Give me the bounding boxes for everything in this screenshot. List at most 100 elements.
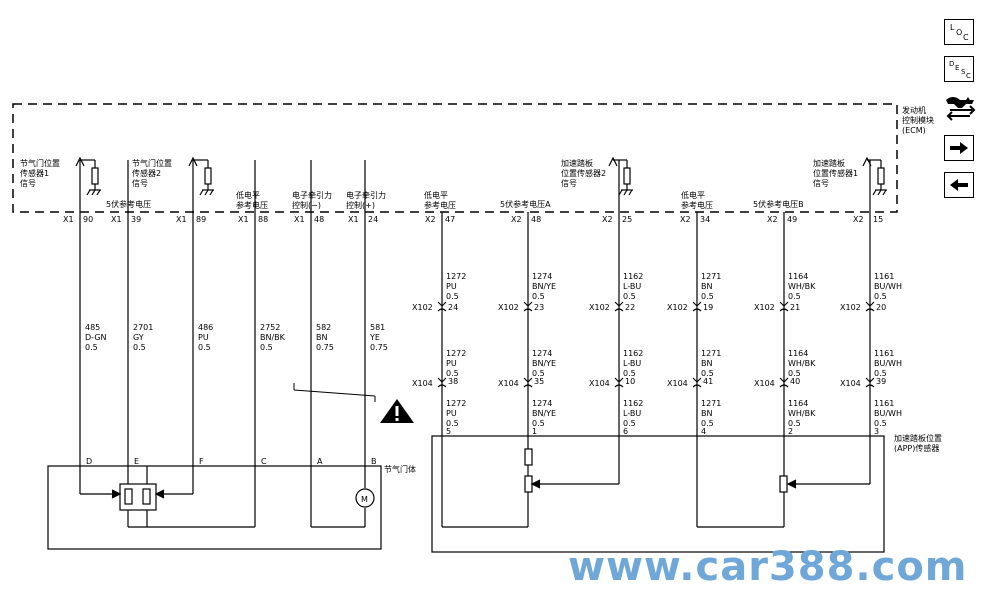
x104-pin-number: 41 bbox=[703, 377, 713, 386]
x1-wire-color: YE bbox=[369, 333, 380, 342]
ref5v-a-label: 5伏参考电压A bbox=[500, 199, 551, 209]
x1-wire-color: BN/BK bbox=[260, 333, 286, 342]
x1-pin-number: 24 bbox=[368, 215, 378, 224]
x1-pin-number: 39 bbox=[131, 215, 141, 224]
x2-seg3-wire-color: L-BU bbox=[623, 409, 641, 418]
tps1-label-l3: 信号 bbox=[20, 178, 36, 188]
lowref2-label-l1: 低电平 bbox=[424, 190, 448, 200]
x1-conn-label: X1 bbox=[176, 215, 187, 224]
watermark: www.car388.com bbox=[568, 544, 968, 590]
loc-letter-c: C bbox=[963, 33, 969, 42]
x2-seg2-wire-gauge: 0.5 bbox=[532, 369, 545, 378]
x2-pin-number: 47 bbox=[445, 215, 455, 224]
x102-pin-number: 21 bbox=[790, 303, 800, 312]
app2-label-l2: 位置传感器2 bbox=[561, 168, 606, 178]
x1-pin-number: 48 bbox=[314, 215, 324, 224]
x102-pin-number: 22 bbox=[625, 303, 635, 312]
x2-seg3-wire-gauge: 0.5 bbox=[701, 419, 714, 428]
x2-wire-gauge: 0.5 bbox=[701, 292, 714, 301]
x2-conn-label: X2 bbox=[680, 215, 691, 224]
app2-label-l3: 信号 bbox=[561, 178, 577, 188]
x102-pin-number: 19 bbox=[703, 303, 713, 312]
x102-connector-mark bbox=[614, 301, 624, 312]
throttle-terminal: B bbox=[371, 457, 377, 466]
x102-label: X102 bbox=[589, 303, 610, 312]
x1-wire-gauge: 0.5 bbox=[85, 343, 98, 352]
x104-connector-mark bbox=[523, 377, 533, 388]
connector-view-icon[interactable] bbox=[940, 92, 978, 122]
loc-letter-o: O bbox=[956, 28, 962, 37]
x104-connector-mark bbox=[779, 377, 789, 388]
x2-conn-label: X2 bbox=[511, 215, 522, 224]
x2-seg3-circuit-number: 1271 bbox=[701, 399, 721, 408]
x104-pin-number: 39 bbox=[876, 377, 886, 386]
x104-connector-mark bbox=[865, 377, 875, 388]
ref5v-b-label: 5伏参考电压B bbox=[753, 199, 804, 209]
x104-connector-mark bbox=[614, 377, 624, 388]
x102-label: X102 bbox=[840, 303, 861, 312]
x102-label: X102 bbox=[754, 303, 775, 312]
ecm-label-line1: 发动机 bbox=[902, 105, 926, 115]
lowref3-label-l2: 参考电压 bbox=[681, 200, 713, 210]
x104-label: X104 bbox=[498, 379, 519, 388]
x2-wire-color: BU/WH bbox=[874, 282, 902, 291]
loc-button[interactable]: L O C bbox=[944, 19, 974, 45]
x1-wire-color: D-GN bbox=[85, 333, 107, 342]
x1-pin-number: 90 bbox=[83, 215, 93, 224]
x102-label: X102 bbox=[412, 303, 433, 312]
app-sensor-label-l2: (APP)传感器 bbox=[894, 443, 939, 453]
x1-conn-label: X1 bbox=[111, 215, 122, 224]
app-terminal: 5 bbox=[446, 427, 451, 436]
x2-conn-label: X2 bbox=[602, 215, 613, 224]
x102-connector-mark bbox=[779, 301, 789, 312]
desc-letter-c: C bbox=[966, 72, 971, 80]
throttle-terminal: F bbox=[199, 457, 204, 466]
motor-minus-label-l2: 控制(−) bbox=[292, 200, 321, 210]
x1-circuit-number: 2701 bbox=[133, 323, 153, 332]
x2-seg3-circuit-number: 1164 bbox=[788, 399, 808, 408]
x2-seg3-wire-color: BN bbox=[701, 409, 712, 418]
x2-pin-number: 49 bbox=[787, 215, 797, 224]
tps1-label-l1: 节气门位置 bbox=[20, 158, 60, 168]
app-terminal: 2 bbox=[788, 427, 793, 436]
x2-circuit-number: 1271 bbox=[701, 272, 721, 281]
warning-icon bbox=[380, 399, 414, 423]
x1-wire-color: PU bbox=[198, 333, 209, 342]
x102-connector-mark bbox=[437, 301, 447, 312]
x102-connector-mark bbox=[865, 301, 875, 312]
tps2-label-l2: 传感器2 bbox=[132, 168, 161, 178]
x1-conn-label: X1 bbox=[238, 215, 249, 224]
x2-seg3-wire-gauge: 0.5 bbox=[532, 419, 545, 428]
x104-label: X104 bbox=[840, 379, 861, 388]
x2-seg3-wire-gauge: 0.5 bbox=[788, 419, 801, 428]
desc-letter-d: D bbox=[949, 60, 954, 68]
x2-conn-label: X2 bbox=[853, 215, 864, 224]
x104-pin-number: 10 bbox=[625, 377, 635, 386]
previous-page-button[interactable] bbox=[944, 172, 974, 198]
lowref2-label-l2: 参考电压 bbox=[424, 200, 456, 210]
app-terminal: 4 bbox=[701, 427, 706, 436]
arrow-left-icon bbox=[950, 179, 968, 191]
x2-seg3-circuit-number: 1162 bbox=[623, 399, 643, 408]
x2-seg2-circuit-number: 1274 bbox=[532, 349, 552, 358]
x2-wire-color: WH/BK bbox=[788, 282, 816, 291]
throttle-terminal: D bbox=[86, 457, 92, 466]
x1-conn-label: X1 bbox=[294, 215, 305, 224]
lowref1-label-l1: 低电平 bbox=[236, 190, 260, 200]
desc-button[interactable]: D E S C bbox=[944, 56, 974, 82]
next-page-button[interactable] bbox=[944, 135, 974, 161]
x2-circuit-number: 1162 bbox=[623, 272, 643, 281]
tps2-pulldown-resistor bbox=[188, 156, 214, 196]
desc-letter-s: S bbox=[961, 68, 966, 76]
throttle-terminal: E bbox=[134, 457, 139, 466]
throttle-terminal: A bbox=[317, 457, 323, 466]
x1-wire-gauge: 0.5 bbox=[260, 343, 273, 352]
x2-seg2-wire-color: BN bbox=[701, 359, 712, 368]
x1-wire-color: BN bbox=[316, 333, 327, 342]
motor-plus-label-l2: 控制(+) bbox=[346, 200, 375, 210]
app1-pulldown-resistor bbox=[862, 156, 887, 196]
x102-pin-number: 24 bbox=[448, 303, 458, 312]
